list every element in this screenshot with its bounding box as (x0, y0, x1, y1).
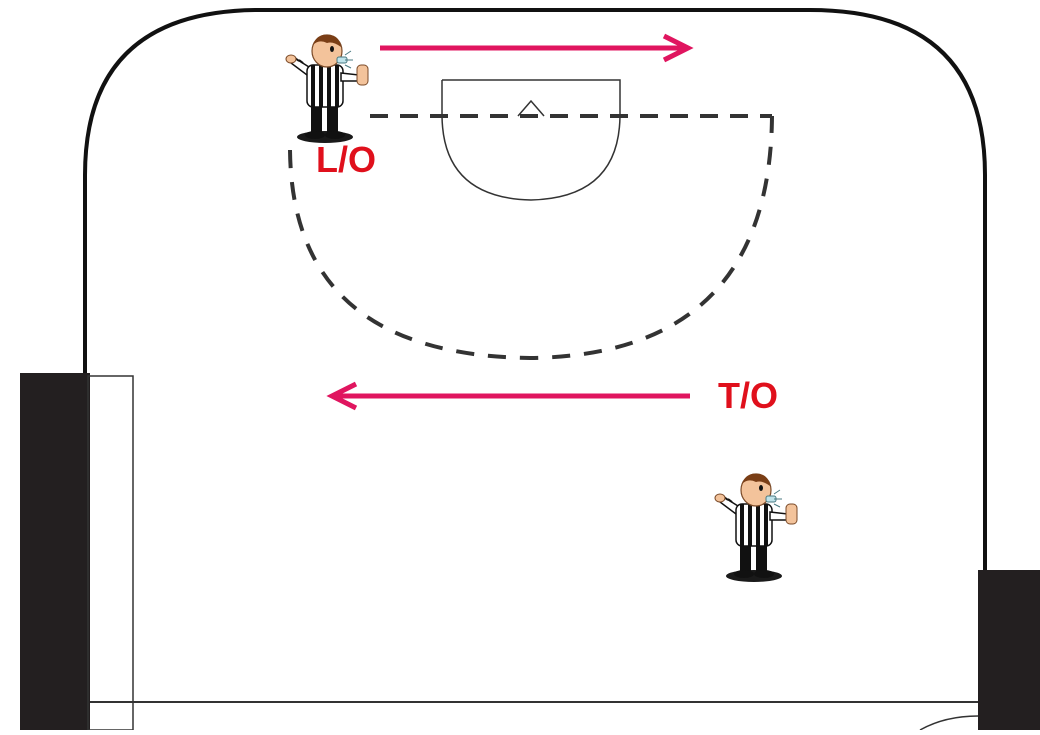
lead-official-label: L/O (316, 139, 376, 180)
rink-boards-outline (83, 8, 987, 730)
trail-official-figure (714, 472, 798, 583)
left-bench-door (87, 375, 134, 731)
lead-official-figure (285, 33, 369, 144)
lead-arrow-icon (380, 33, 694, 63)
right-bench-area (978, 570, 1040, 730)
trail-official-label: T/O (718, 375, 778, 416)
bottom-circle-arc (919, 715, 979, 731)
goal-crease (441, 79, 621, 201)
dashed-zone-arc (288, 115, 774, 361)
left-bench-area (20, 373, 90, 730)
trail-arrow-icon (326, 381, 690, 411)
